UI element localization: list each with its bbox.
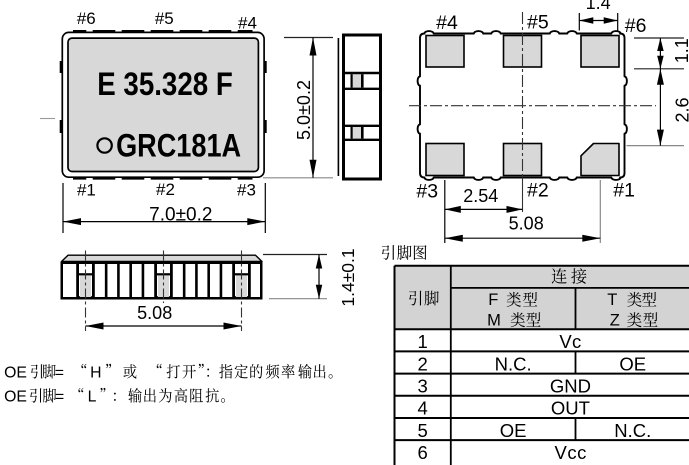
svg-text:5.0±0.2: 5.0±0.2 xyxy=(294,80,314,140)
svg-text:4: 4 xyxy=(418,398,428,419)
svg-text:#3: #3 xyxy=(237,180,256,199)
svg-text:#6: #6 xyxy=(77,9,96,28)
svg-text:3: 3 xyxy=(418,376,428,397)
svg-text:#1: #1 xyxy=(77,180,96,199)
svg-text:#5: #5 xyxy=(527,12,549,34)
svg-text:N.C.: N.C. xyxy=(614,420,651,441)
svg-text:T: T xyxy=(607,291,617,309)
svg-text:6: 6 xyxy=(418,442,428,463)
svg-text:7.0±0.2: 7.0±0.2 xyxy=(149,204,212,225)
svg-text:E 35.328 F: E 35.328 F xyxy=(97,66,233,102)
svg-text:#6: #6 xyxy=(625,15,647,37)
svg-text:#2: #2 xyxy=(527,179,549,201)
svg-text:2.6: 2.6 xyxy=(672,97,689,122)
svg-text:2.54: 2.54 xyxy=(463,186,498,206)
svg-text:OE: OE xyxy=(500,420,527,441)
svg-text:#3: #3 xyxy=(416,181,438,203)
svg-text:2: 2 xyxy=(418,353,428,374)
svg-text:GND: GND xyxy=(550,376,591,397)
svg-text:OE: OE xyxy=(4,364,27,381)
svg-text:1.4: 1.4 xyxy=(586,0,611,13)
svg-text:M: M xyxy=(487,311,501,329)
svg-text:OUT: OUT xyxy=(551,398,590,419)
svg-text:5.08: 5.08 xyxy=(509,214,544,234)
svg-text:L: L xyxy=(88,388,97,405)
svg-text:OE: OE xyxy=(619,353,646,374)
svg-text:Vc: Vc xyxy=(559,331,581,352)
svg-text:5: 5 xyxy=(418,420,428,441)
svg-text:#4: #4 xyxy=(238,14,257,33)
svg-text:OE: OE xyxy=(4,388,27,405)
svg-text:1: 1 xyxy=(418,331,428,352)
svg-text:1.4±0.1: 1.4±0.1 xyxy=(338,248,358,306)
svg-text:Vcc: Vcc xyxy=(554,442,586,463)
svg-text:1.1: 1.1 xyxy=(672,38,689,63)
svg-text:#5: #5 xyxy=(155,9,174,28)
svg-text:#2: #2 xyxy=(156,180,175,199)
svg-text:5.08: 5.08 xyxy=(137,303,172,323)
svg-text:N.C.: N.C. xyxy=(495,353,532,374)
svg-text:GRC181A: GRC181A xyxy=(116,128,241,164)
svg-text:=: = xyxy=(55,388,64,405)
svg-text:=: = xyxy=(55,364,64,381)
svg-text:H: H xyxy=(90,364,101,381)
svg-text:F: F xyxy=(488,291,498,309)
svg-text:#4: #4 xyxy=(436,12,458,34)
svg-text:#1: #1 xyxy=(613,180,635,202)
svg-text:Z: Z xyxy=(610,311,620,329)
